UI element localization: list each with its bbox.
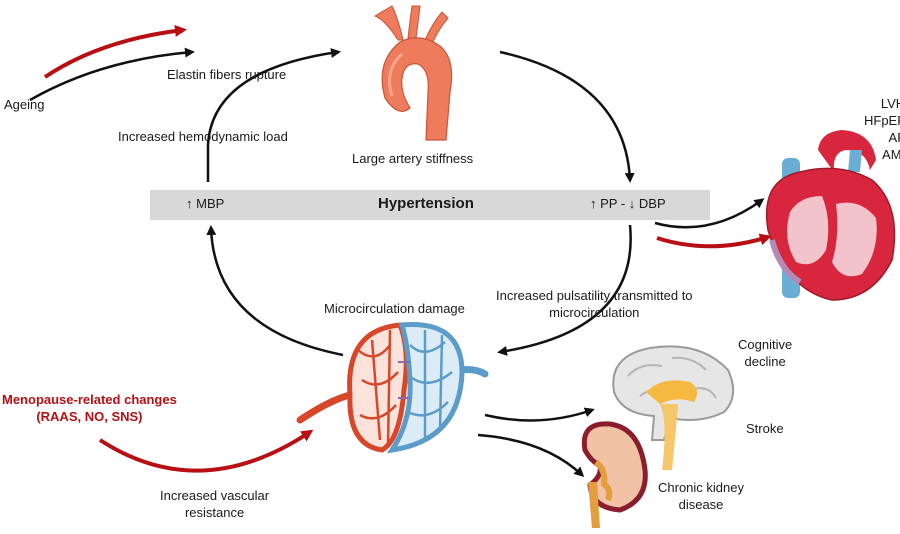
heart-red-arrow (656, 233, 772, 249)
mbp-label: ↑ MBP (186, 196, 225, 211)
artery-stiffness-label: Large artery stiffness (352, 151, 474, 166)
microcirculation-damage-label: Microcirculation damage (324, 301, 465, 316)
menopause-red-arrow (98, 429, 314, 473)
ckd-label: Chronic kidney disease (658, 480, 744, 512)
ageing-red-arrow (43, 25, 187, 79)
microcirculation-icon (296, 322, 489, 454)
stroke-label: Stroke (746, 421, 784, 436)
arrow-to-microcirculation (497, 224, 632, 356)
pp-dbp-label: ↑ PP - ↓ DBP (590, 196, 666, 211)
arrow-to-brain (484, 407, 595, 422)
heart-outcomes-label: LVH HFpEF AF AMI (864, 96, 900, 162)
arrow-to-kidney (477, 433, 585, 478)
cognitive-label: Cognitive decline (738, 337, 793, 369)
kidney-icon (581, 421, 648, 528)
hypertension-title: Hypertension (378, 195, 474, 212)
aorta-icon (373, 5, 453, 141)
arrow-to-pp (499, 50, 635, 183)
ageing-label: Ageing (4, 97, 45, 112)
heart-black-arrow (654, 198, 765, 229)
ageing-black-arrow (29, 47, 195, 102)
hemodynamic-label: Increased hemodynamic load (118, 129, 288, 144)
arrow-to-artery (206, 48, 341, 182)
hypertension-band: ↑ MBP Hypertension ↑ PP - ↓ DBP (150, 190, 710, 220)
resistance-label: Increased vascular resistance (160, 488, 270, 520)
arrow-to-mbp (206, 225, 344, 357)
pulsatility-label: Increased pulsatility transmitted to mic… (496, 288, 693, 320)
menopause-label: Menopause-related changes (RAAS, NO, SNS… (2, 392, 177, 424)
elastin-label: Elastin fibers rupture (167, 67, 287, 82)
brain-icon (612, 345, 735, 470)
heart-icon (765, 130, 896, 301)
